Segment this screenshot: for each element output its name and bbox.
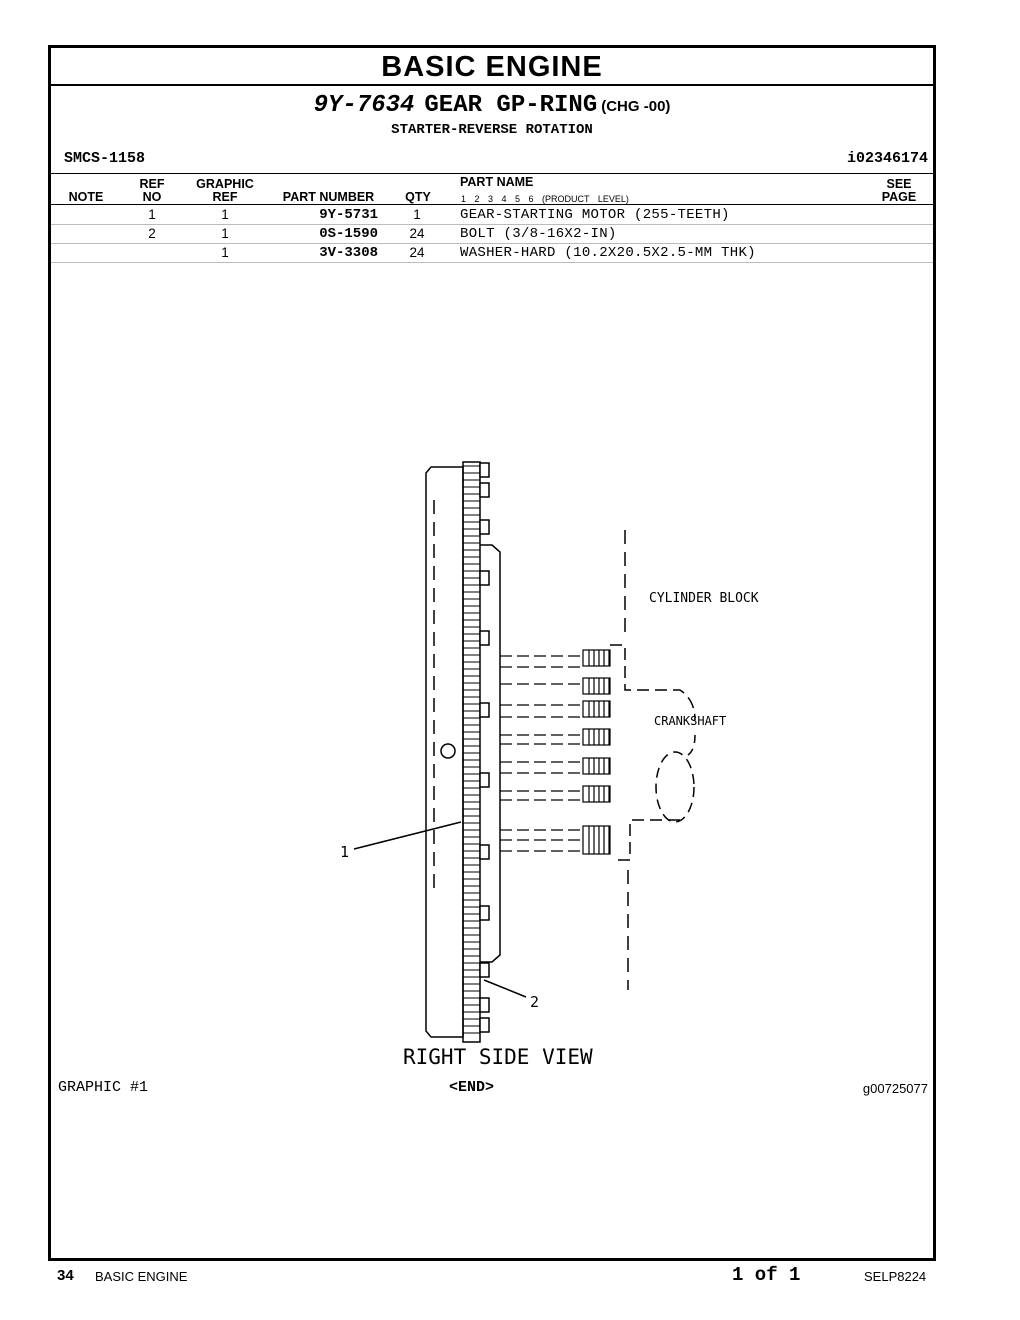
change-level: (CHG -00): [601, 98, 671, 115]
crankshaft-bolts: [500, 649, 611, 855]
ref-no: 2: [148, 226, 156, 241]
crankshaft-outline-mid: [687, 734, 696, 756]
smcs-code: SMCS-1158: [64, 150, 146, 167]
product-levels: 1 2 3 4 5 6 (PRODUCT LEVEL): [461, 194, 629, 204]
bolt-head: [479, 570, 490, 586]
page-frame: BASIC ENGINE 9Y-7634 GEAR GP-RING(CHG -00…: [48, 45, 936, 1261]
table-header-rule: [51, 204, 933, 205]
col-graphic-ref-bottom: REF: [212, 190, 238, 204]
part-number: 9Y-5731: [319, 207, 378, 223]
footer-page-number: 34: [57, 1267, 74, 1284]
callout-1: 1: [340, 843, 349, 861]
exploded-view-drawing: CYLINDER BLOCK CRANKSHAFT 1 2 RIGHT SIDE…: [340, 461, 759, 1069]
flywheel-hub: [480, 544, 501, 963]
col-ref-no-top: REF: [139, 177, 165, 191]
bolt-thread: [582, 825, 611, 855]
bolt-thread: [582, 649, 611, 667]
bolt-heads: [479, 462, 490, 1033]
bolt-thread: [582, 677, 611, 695]
ring-gear: [462, 461, 481, 1043]
group-description: STARTER-REVERSE ROTATION: [391, 122, 593, 138]
footer-document-number: SELP8224: [864, 1269, 927, 1284]
graphic-label: GRAPHIC #1: [58, 1079, 149, 1096]
bolt-head: [479, 702, 490, 718]
part-name: BOLT (3/8-16X2-IN): [460, 226, 617, 242]
table-row: 2 1 0S-1590 24 BOLT (3/8-16X2-IN): [51, 225, 933, 244]
ref-no: 1: [148, 207, 156, 222]
table-top-rule: [51, 173, 933, 174]
part-name: WASHER-HARD (10.2X20.5X2.5-MM THK): [460, 245, 756, 261]
ring-gear-teeth: [463, 465, 480, 1034]
page-title: BASIC ENGINE: [51, 48, 933, 86]
callout-1-leader: [353, 821, 462, 850]
callout-2: 2: [530, 993, 539, 1011]
col-part-name: PART NAME: [460, 175, 534, 189]
bolt-head: [479, 962, 490, 978]
callout-2-leader: [483, 979, 527, 998]
bolt-head: [479, 772, 490, 788]
view-title: RIGHT SIDE VIEW: [403, 1045, 593, 1069]
crankshaft-label: CRANKSHAFT: [654, 714, 726, 728]
bolt-thread: [582, 785, 611, 803]
bolt-head: [479, 482, 490, 498]
table-row: 1 1 9Y-5731 1 GEAR-STARTING MOTOR (255-T…: [51, 206, 933, 225]
part-number: 3V-3308: [319, 245, 378, 261]
crankshaft-journal: [655, 751, 695, 823]
col-graphic-ref-top: GRAPHIC: [196, 177, 254, 191]
crankshaft-outline-bottom: [612, 819, 680, 861]
bolt-thread: [582, 700, 611, 718]
crankshaft-outline-top: [610, 644, 696, 721]
table-row: 1 3V-3308 24 WASHER-HARD (10.2X20.5X2.5-…: [51, 244, 933, 263]
qty: 24: [409, 226, 425, 241]
col-ref-no-bottom: NO: [142, 190, 162, 204]
footer-section: BASIC ENGINE: [95, 1269, 188, 1284]
footer-page-of: 1 of 1: [732, 1264, 801, 1286]
col-see-page-bottom: PAGE: [881, 190, 917, 204]
col-see-page-top: SEE: [886, 177, 912, 191]
qty: 24: [409, 245, 425, 260]
qty: 1: [413, 207, 421, 222]
bolt-head: [479, 1017, 490, 1033]
flywheel-body: [425, 466, 464, 1038]
graphic-ref: 1: [221, 207, 229, 222]
group-part-name: GEAR GP-RING: [424, 92, 598, 119]
cylinder-block-label: CYLINDER BLOCK: [649, 591, 759, 606]
bolt-head: [479, 462, 490, 478]
end-marker: <END>: [449, 1079, 495, 1096]
group-part-number: 9Y-7634: [313, 92, 415, 119]
document-id: i02346174: [846, 150, 928, 167]
graphic-number: g00725077: [862, 1081, 928, 1096]
col-part-number: PART NUMBER: [282, 190, 375, 204]
group-heading: 9Y-7634 GEAR GP-RING(CHG -00): [51, 92, 933, 119]
flywheel-hole: [440, 743, 456, 759]
bolt-head: [479, 997, 490, 1013]
bolt-thread: [582, 728, 611, 746]
bolt-head: [479, 519, 490, 535]
part-name: GEAR-STARTING MOTOR (255-TEETH): [460, 207, 730, 223]
col-qty: QTY: [405, 190, 431, 204]
bolt-head: [479, 844, 490, 860]
col-note: NOTE: [68, 190, 104, 204]
bolt-head: [479, 905, 490, 921]
bolt-thread: [582, 757, 611, 775]
bolt-head: [479, 630, 490, 646]
graphic-ref: 1: [221, 226, 229, 241]
graphic-ref: 1: [221, 245, 229, 260]
part-number: 0S-1590: [319, 226, 378, 242]
